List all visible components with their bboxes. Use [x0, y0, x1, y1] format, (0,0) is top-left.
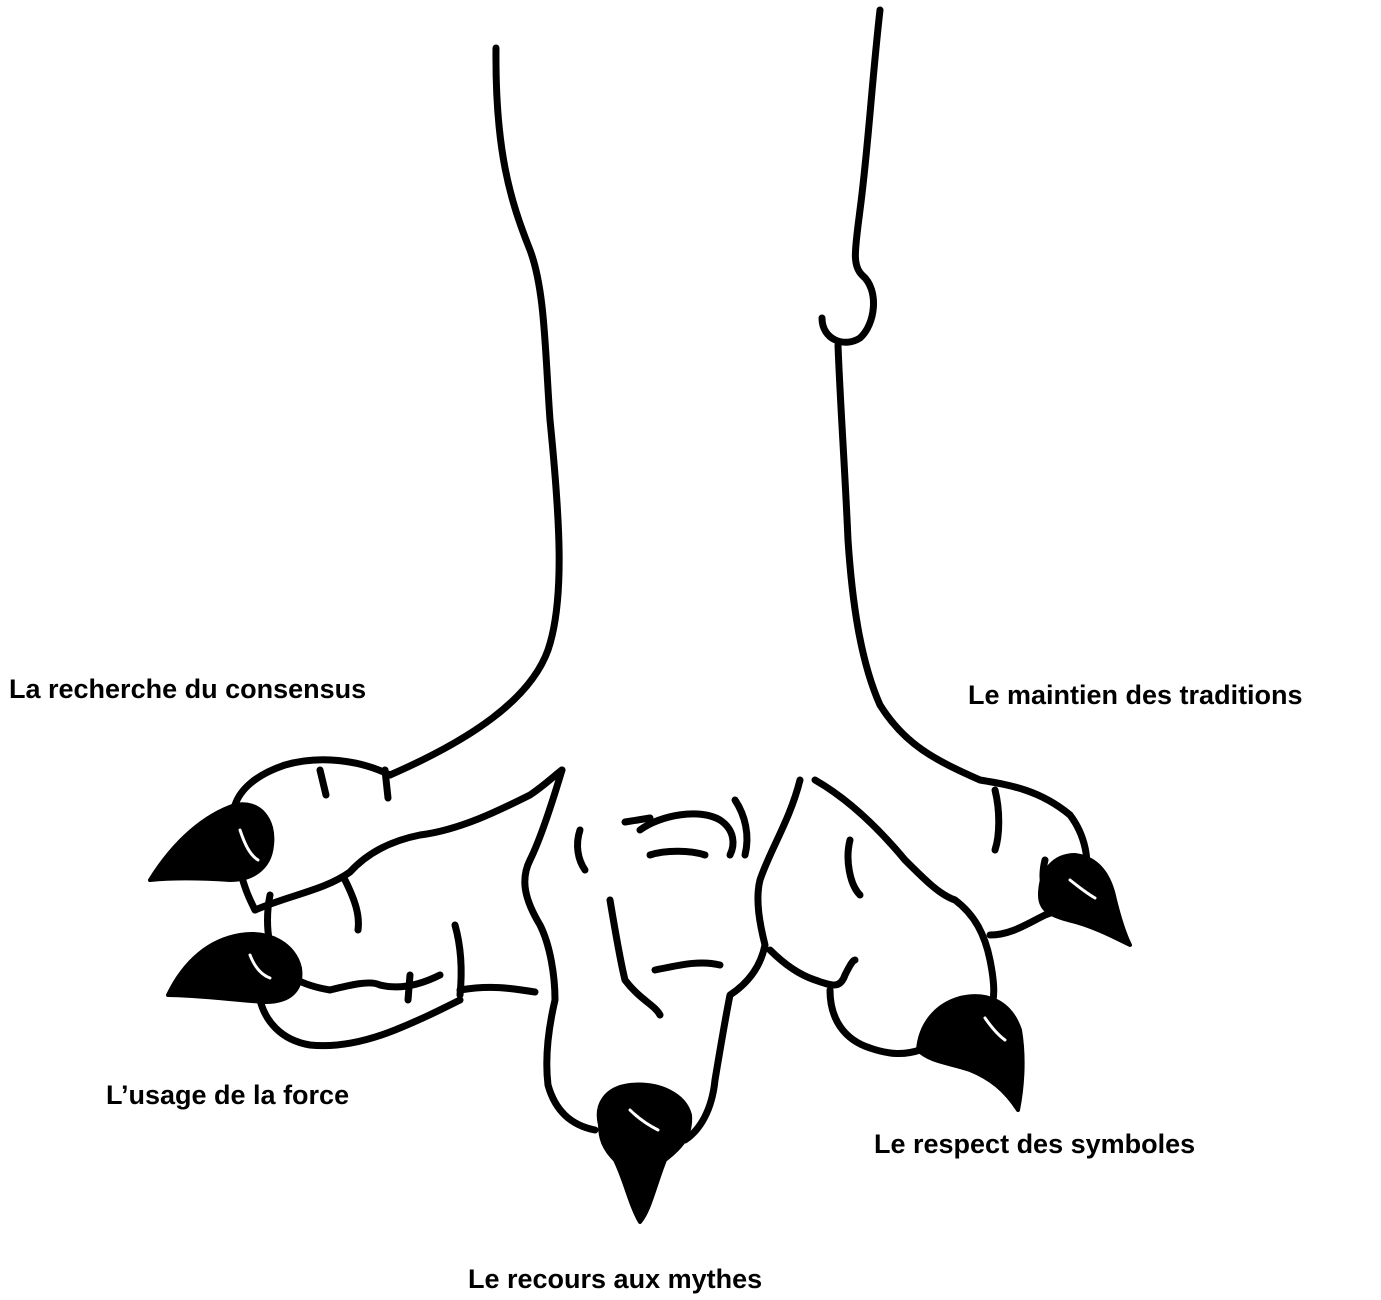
toe-mid-left-bottom — [260, 1000, 460, 1046]
label-mythes: Le recours aux mythes — [468, 1266, 762, 1293]
toe-center-crease-2 — [650, 851, 705, 855]
claw-mid-right — [918, 996, 1023, 1110]
toe-right-crease — [995, 790, 999, 850]
label-consensus: La recherche du consensus — [9, 676, 366, 703]
toe-mid-right-lower — [770, 950, 855, 985]
toe-center-lower-knuckle — [655, 963, 720, 970]
toe-mid-left-outline — [255, 770, 562, 910]
toe-top-left-crease-2 — [385, 770, 388, 798]
claw-right — [1040, 855, 1130, 945]
claw-center — [599, 1085, 690, 1222]
leg-left-outline — [390, 48, 559, 775]
toe-center-crease-1 — [625, 818, 650, 822]
toe-center-crease-3 — [578, 830, 585, 870]
toe-center-left-edge — [525, 770, 595, 1130]
label-symboles: Le respect des symboles — [874, 1131, 1195, 1158]
toe-mid-right-crease — [848, 840, 860, 895]
label-force: L’usage de la force — [106, 1082, 349, 1109]
toe-mid-right-bottom — [830, 990, 920, 1054]
toe-mid-left-crease — [345, 880, 358, 930]
toe-center-lower-left — [460, 987, 535, 992]
toe-mid-left-crease-2 — [408, 975, 410, 1000]
leg-right-outline — [822, 10, 880, 342]
toe-center-crease-4 — [735, 800, 747, 855]
toe-mid-left-side — [455, 925, 461, 995]
toe-top-left-crease — [320, 770, 326, 795]
label-traditions: Le maintien des traditions — [968, 682, 1303, 709]
claw-top-left — [150, 804, 272, 880]
claw-mid-left — [168, 934, 300, 1002]
toe-center-inner — [610, 900, 660, 1015]
leg-right-lower-outline — [838, 345, 1087, 880]
